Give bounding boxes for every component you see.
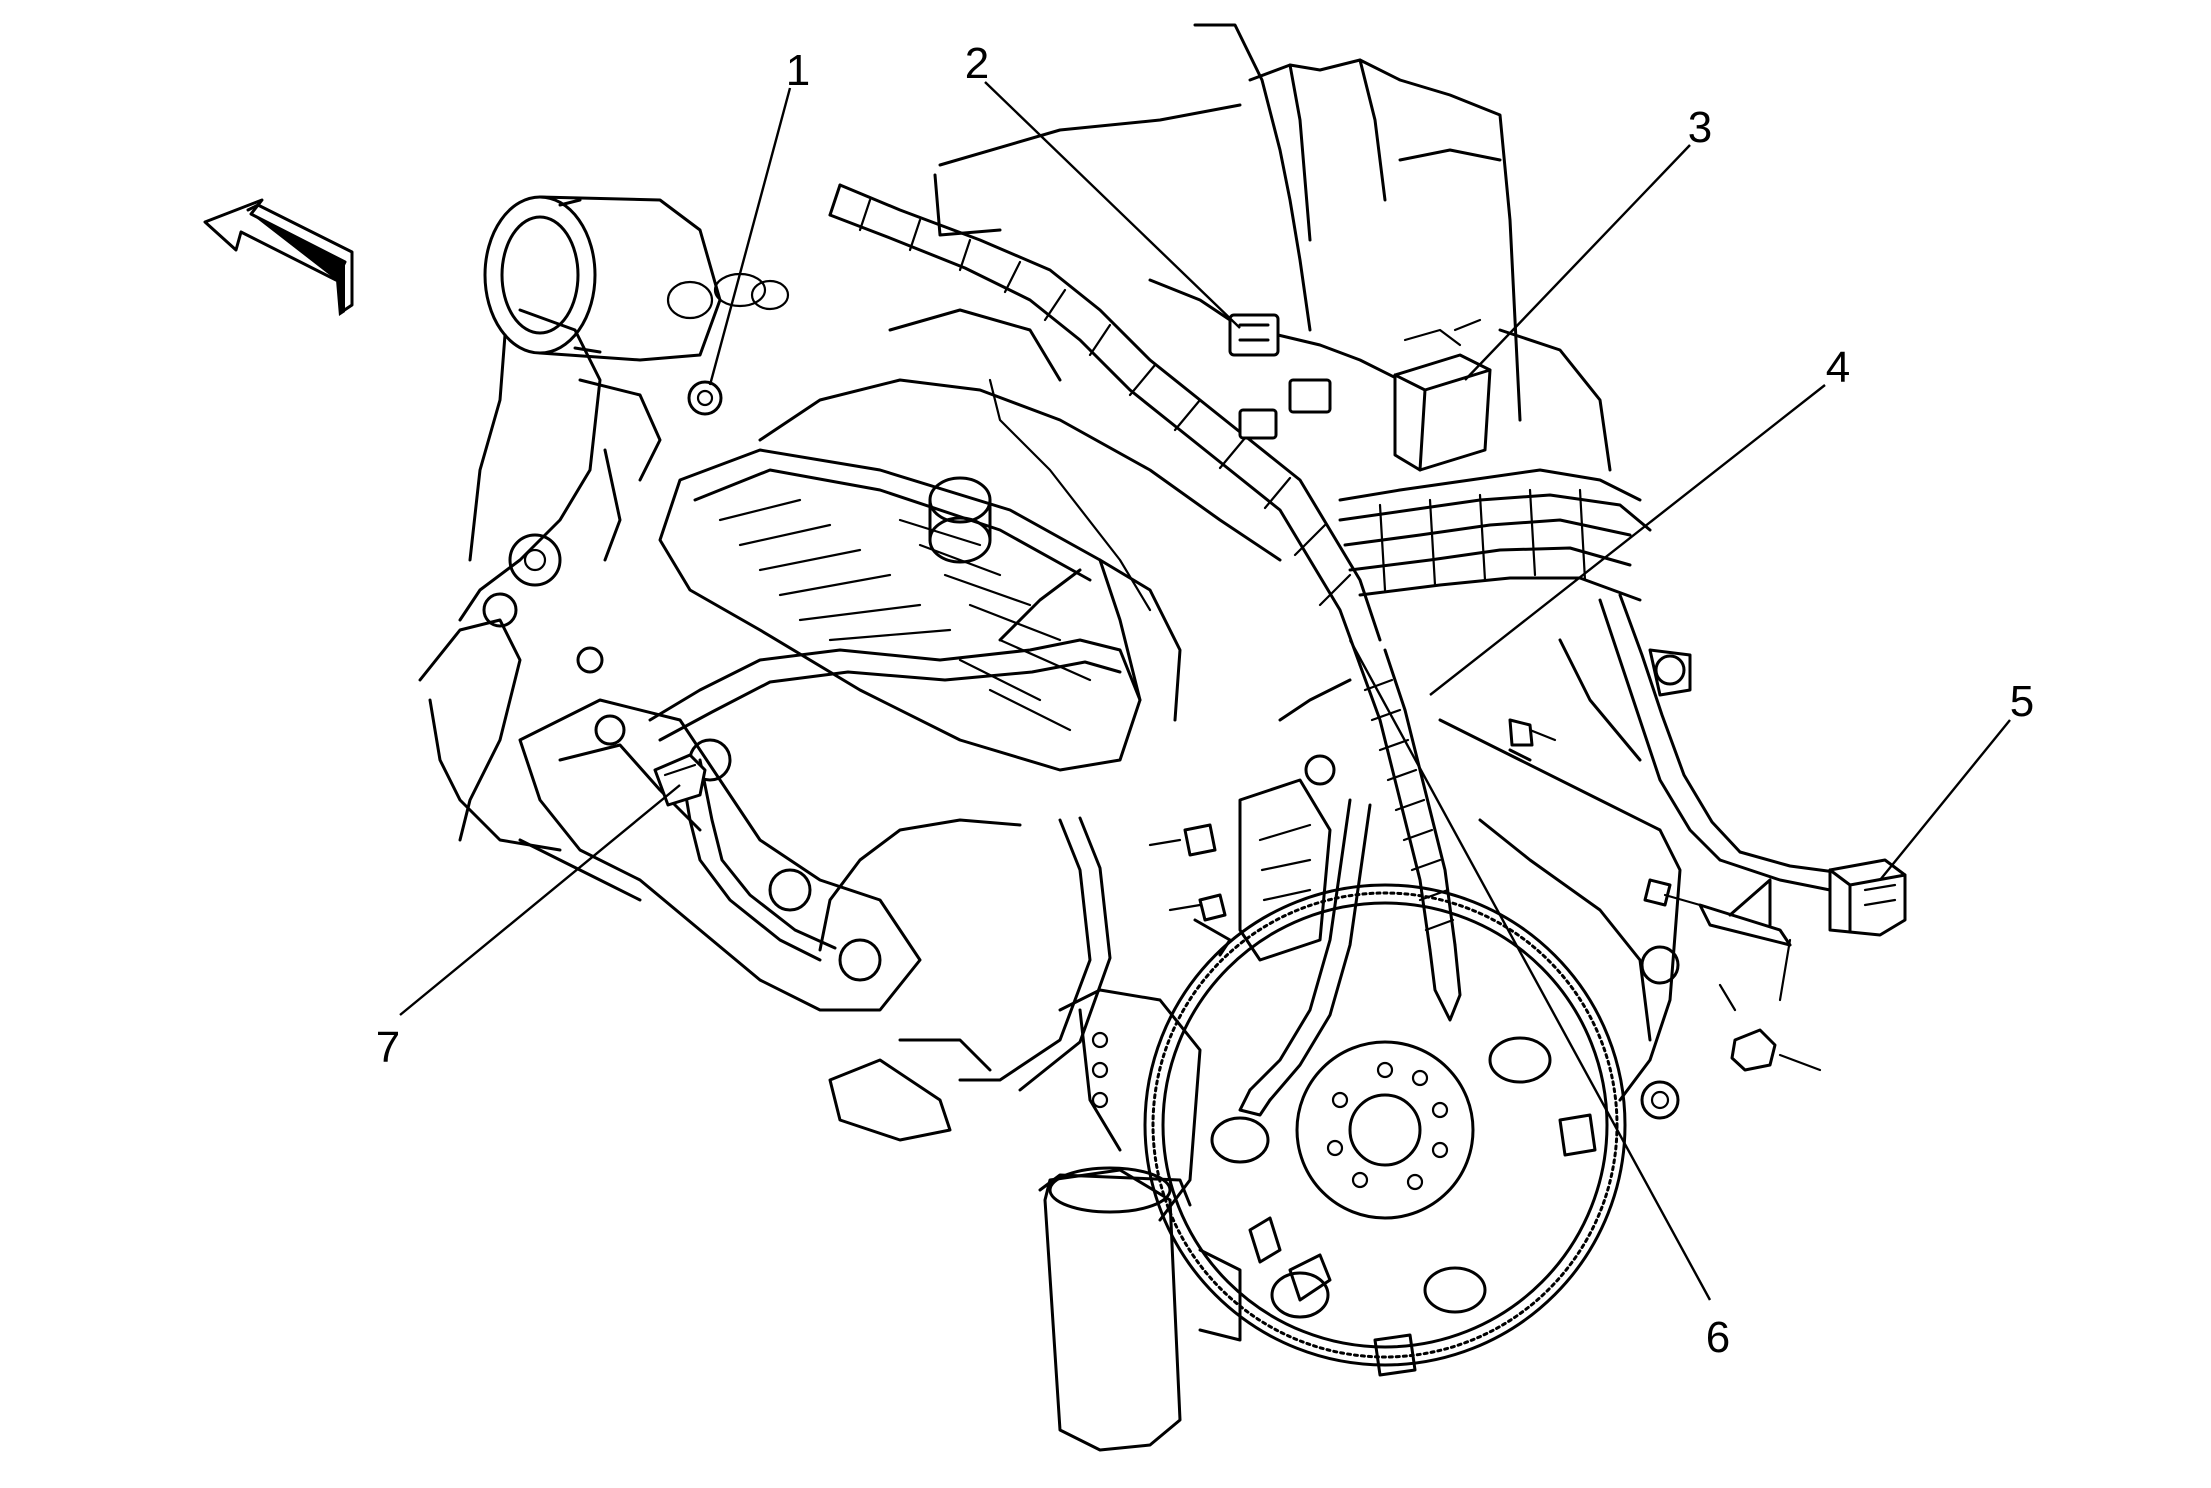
oil-pan: [1058, 988, 1202, 1222]
leader-4: [1429, 384, 1826, 696]
intake-manifold: [758, 378, 1282, 562]
callout-labels: 1 2 3 4 5 6 7: [376, 39, 2034, 1362]
leader-7: [399, 784, 681, 1016]
front-direction-arrow-icon: [203, 198, 354, 316]
fasteners: [482, 592, 1532, 957]
engine-wiring-harness: [1238, 648, 1462, 1117]
callout-2: 2: [965, 39, 989, 88]
oil-filter: [1038, 1166, 1192, 1452]
rear-harness-connector: [1148, 278, 1402, 440]
accessory-bracket: [458, 308, 602, 622]
upper-harness-conduit: [828, 183, 1382, 667]
ground-bracket: [1508, 718, 1822, 1072]
engine-illustration: [418, 23, 1907, 1452]
left-wire-loom: [648, 568, 1142, 1092]
right-harness-branch: [1558, 593, 1837, 892]
exhaust-manifold: [518, 698, 992, 1142]
callout-6: 6: [1706, 1313, 1730, 1362]
throttle-body: [483, 195, 790, 416]
leader-1: [708, 87, 792, 386]
leader-6: [1348, 639, 1712, 1301]
spark-plug-wires: [1338, 328, 1652, 602]
rear-bracket: [1193, 23, 1312, 332]
callout-1: 1: [786, 46, 810, 95]
left-valve-cover: [658, 448, 1182, 772]
flywheel: [1143, 883, 1627, 1377]
leader-5: [1879, 719, 2011, 881]
leader-2: [984, 81, 1241, 329]
callout-4: 4: [1826, 343, 1850, 392]
ignition-control-module: [1393, 318, 1492, 472]
callout-3: 3: [1688, 103, 1712, 152]
engine-block: [1438, 718, 1682, 1102]
leader-lines: [399, 81, 2011, 1301]
oxygen-sensor-connector: [653, 753, 707, 807]
callout-5: 5: [2010, 677, 2034, 726]
leader-3: [1464, 144, 1691, 381]
callout-7: 7: [376, 1023, 400, 1072]
harness-electrical-connector: [1828, 858, 1907, 937]
